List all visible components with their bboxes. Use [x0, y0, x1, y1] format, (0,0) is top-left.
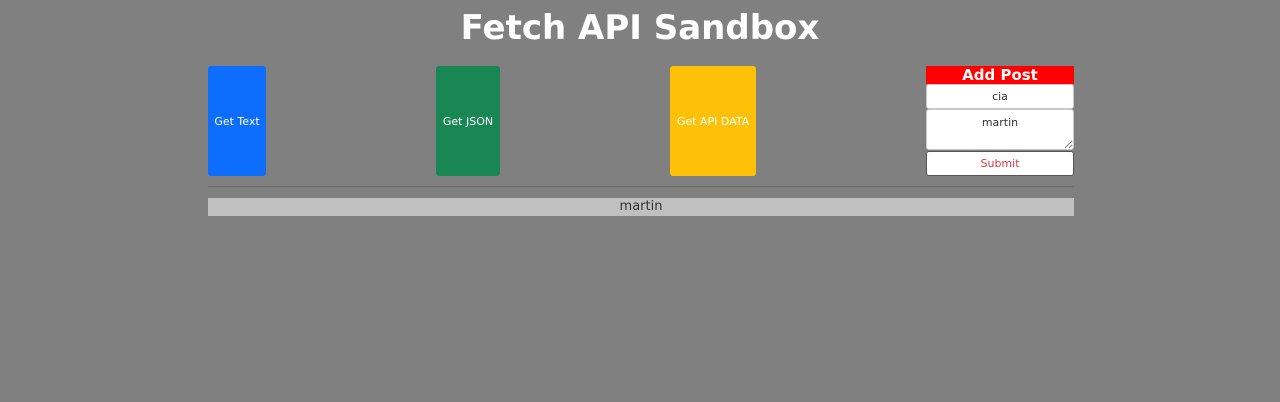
get-json-button[interactable]: Get JSON [436, 66, 500, 176]
page-title: Fetch API Sandbox [460, 8, 820, 48]
add-post-form: Add Post martin Submit [926, 66, 1074, 176]
post-title-input[interactable] [926, 84, 1074, 109]
submit-button[interactable]: Submit [926, 151, 1074, 176]
add-post-heading: Add Post [926, 66, 1074, 84]
get-text-button[interactable]: Get Text [208, 66, 266, 176]
post-body-textarea[interactable]: martin [926, 109, 1074, 150]
get-api-data-button[interactable]: Get API DATA [670, 66, 756, 176]
output-panel: martin [208, 198, 1074, 216]
divider [208, 186, 1074, 187]
